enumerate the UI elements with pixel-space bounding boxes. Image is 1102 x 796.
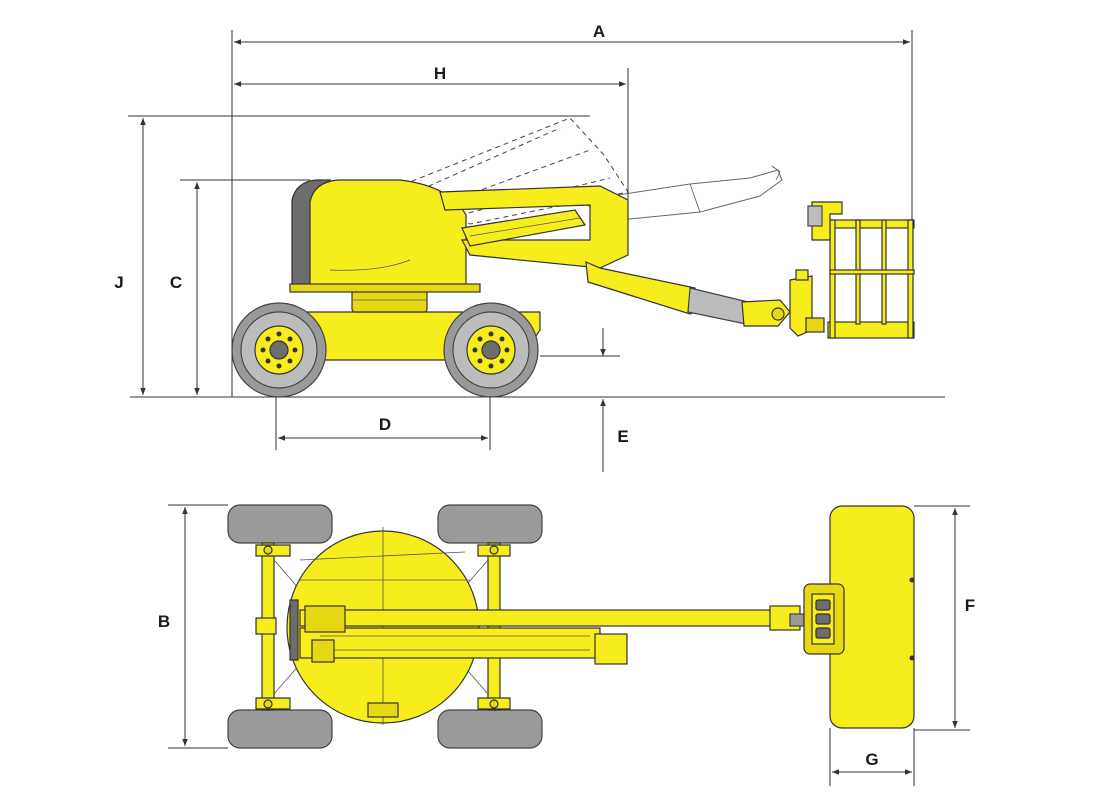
turret-hood xyxy=(289,179,481,293)
rear-wheel-side xyxy=(231,302,327,398)
platform-basket-side xyxy=(807,201,915,339)
tyre-rear-right xyxy=(227,709,333,749)
tyre-front-left xyxy=(437,504,543,544)
dimension-f-label: F xyxy=(965,596,975,615)
dimension-g-label: G xyxy=(865,750,878,769)
main-boom xyxy=(585,261,791,327)
platform-basket-top xyxy=(803,505,915,729)
tyre-front-right xyxy=(437,709,543,749)
jib-and-rotator xyxy=(789,269,825,337)
front-wheel-side xyxy=(443,302,539,398)
dimension-h-label: H xyxy=(434,64,446,83)
tyre-rear-left xyxy=(227,504,333,544)
dimension-d-label: D xyxy=(379,415,391,434)
dimension-j-label: J xyxy=(114,273,123,292)
top-view: B F G xyxy=(158,504,975,786)
dimension-a-label: A xyxy=(593,22,605,41)
dimension-b-label: B xyxy=(158,612,170,631)
lower-boom xyxy=(439,185,629,269)
dimension-e-label: E xyxy=(617,427,628,446)
ghost-boom-position xyxy=(393,117,783,225)
side-view: A H J C D E xyxy=(114,22,945,472)
dimension-c-label: C xyxy=(170,273,182,292)
boom-top xyxy=(299,605,805,665)
